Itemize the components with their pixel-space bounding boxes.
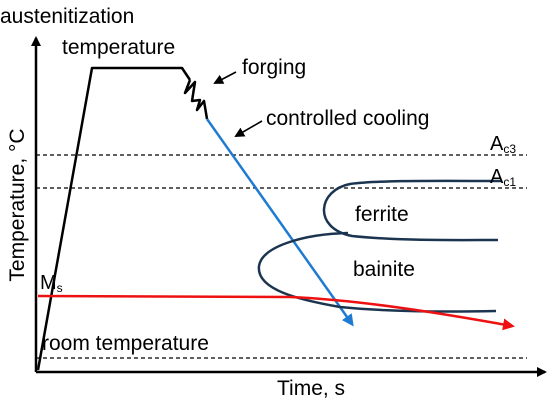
ac3-main: A: [490, 133, 504, 155]
ferrite-curve: [322, 179, 503, 242]
ms-main: M: [40, 272, 57, 294]
ms-subscript: s: [57, 281, 63, 295]
ferrite-label: ferrite: [355, 203, 409, 226]
x-axis-title: Time, s: [277, 377, 345, 400]
controlled-cooling-pointer-arrow: [234, 120, 263, 137]
ms-line: [37, 294, 515, 331]
ac1-subscript: c1: [503, 175, 516, 189]
austenitization-label-line2: temperature: [62, 36, 175, 59]
ac1-label: Ac1: [490, 166, 516, 189]
forging-zigzag: [183, 79, 209, 120]
ac3-subscript: c3: [503, 142, 516, 156]
room-temperature-label: room temperature: [42, 332, 209, 355]
bainite-label: bainite: [353, 258, 415, 281]
austenitization-label-line1: austenitization: [0, 5, 134, 28]
controlled-cooling-arrow: [205, 118, 354, 327]
controlled-cooling-label: controlled cooling: [266, 107, 429, 130]
ac1-main: A: [490, 166, 504, 188]
forging-label: forging: [242, 56, 306, 79]
y-axis-title: Temperature, °C: [6, 128, 29, 281]
process-heating-hold-line: [36, 66, 192, 371]
ac3-label: Ac3: [490, 133, 516, 156]
forging-pointer-arrow: [213, 71, 237, 84]
ms-label: Ms: [40, 272, 63, 295]
